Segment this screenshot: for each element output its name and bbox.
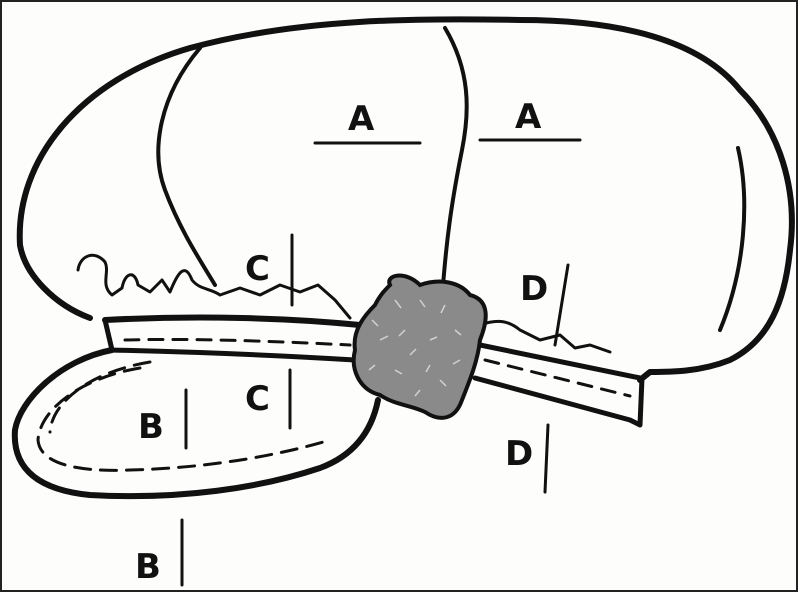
headband-bottom: [110, 350, 355, 360]
label-d-lower: D: [505, 434, 533, 474]
headband-left-end: [105, 320, 112, 350]
label-d-lower-tick: [545, 425, 548, 492]
label-c-lower: C: [245, 379, 270, 419]
label-d-upper: D: [520, 269, 548, 309]
visor-stitching: [38, 368, 330, 470]
right-panel-seam: [720, 148, 744, 330]
right-band-top: [480, 345, 640, 378]
label-c-upper: C: [245, 249, 270, 289]
right-band-bottom: [475, 378, 642, 425]
headband-top: [105, 318, 360, 325]
label-b-outer: B: [135, 547, 161, 587]
headband-stitching: [125, 339, 350, 345]
label-a-left: A: [348, 99, 375, 139]
label-b-inner: B: [138, 407, 164, 447]
label-d-upper-tick: [555, 265, 568, 345]
right-band-stitching: [485, 360, 630, 396]
visor-outline: [15, 350, 378, 496]
left-panel-seam: [158, 48, 215, 285]
fur-ornament: [354, 276, 486, 418]
label-a-right: A: [515, 97, 542, 137]
crown-left-edge: [20, 245, 90, 318]
center-panel-seam: [442, 28, 467, 300]
